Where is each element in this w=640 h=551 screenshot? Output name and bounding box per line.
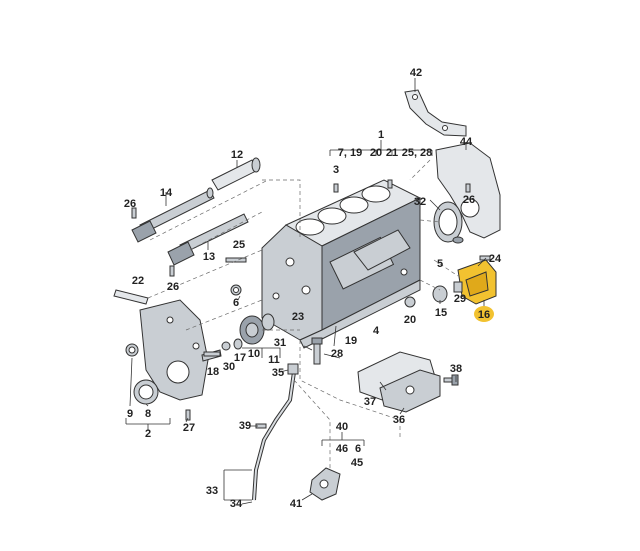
label-36: 36 bbox=[393, 414, 405, 426]
part-14-shaft bbox=[131, 187, 215, 243]
bolt-26b bbox=[169, 265, 175, 277]
label-28: 28 bbox=[331, 348, 343, 360]
label-30: 30 bbox=[223, 361, 235, 373]
part-32-seal-ring bbox=[433, 201, 464, 244]
label-35: 35 bbox=[272, 367, 284, 379]
label-16: 16 bbox=[478, 309, 490, 321]
label-26b: 26 bbox=[167, 281, 179, 293]
ring-20 bbox=[404, 296, 416, 308]
label-15: 15 bbox=[435, 307, 447, 319]
label-17: 17 bbox=[234, 352, 246, 364]
label-25: 25 bbox=[233, 239, 245, 251]
label-18: 18 bbox=[207, 366, 219, 378]
part-12-sleeve bbox=[211, 157, 261, 191]
label-10: 10 bbox=[248, 348, 260, 360]
bolt-24 bbox=[479, 255, 491, 261]
label-16-highlight bbox=[474, 306, 494, 322]
bolt-26a bbox=[131, 207, 137, 219]
label-23: 23 bbox=[292, 311, 304, 323]
label-20a: 20 bbox=[370, 147, 382, 159]
label-32: 32 bbox=[414, 196, 426, 208]
part-36-cover bbox=[379, 369, 441, 413]
label-24: 24 bbox=[489, 253, 502, 265]
label-44: 44 bbox=[460, 136, 473, 148]
part-40-flange bbox=[309, 467, 341, 501]
label-1: 1 bbox=[378, 129, 384, 141]
label-5: 5 bbox=[437, 258, 443, 270]
label-34: 34 bbox=[230, 498, 243, 510]
part-42-bracket bbox=[404, 89, 467, 137]
part-13-shaft bbox=[167, 213, 249, 266]
bolt-27 bbox=[185, 409, 191, 421]
label-41: 41 bbox=[290, 498, 302, 510]
bolt-28 bbox=[311, 337, 323, 365]
label-46: 46 bbox=[336, 443, 348, 455]
pin-3 bbox=[333, 183, 339, 193]
label-31: 31 bbox=[274, 337, 286, 349]
label-19: 19 bbox=[345, 335, 357, 347]
label-2: 2 bbox=[145, 428, 151, 440]
label-26c: 26 bbox=[463, 194, 475, 206]
label-45: 45 bbox=[351, 457, 363, 469]
label-20b: 20 bbox=[404, 314, 416, 326]
label-37: 37 bbox=[364, 396, 376, 408]
label-25-28: 25, 28 bbox=[402, 147, 433, 159]
part-22-strip bbox=[113, 289, 149, 305]
label-3: 3 bbox=[333, 164, 339, 176]
label-6: 6 bbox=[233, 297, 239, 309]
part-15-cap bbox=[432, 285, 448, 303]
label-9: 9 bbox=[127, 408, 133, 420]
engine-block bbox=[261, 179, 422, 349]
label-11: 11 bbox=[268, 354, 280, 366]
label-26a: 26 bbox=[124, 198, 136, 210]
label-14: 14 bbox=[160, 187, 173, 199]
label-22: 22 bbox=[132, 275, 144, 287]
bolt-26c bbox=[465, 183, 471, 193]
label-29: 29 bbox=[454, 293, 466, 305]
label-6b: 6 bbox=[355, 443, 361, 455]
part-16-highlighted bbox=[457, 259, 497, 305]
label-39: 39 bbox=[239, 420, 251, 432]
bolt-38 bbox=[443, 374, 459, 386]
label-40: 40 bbox=[336, 421, 348, 433]
label-7-19: 7, 19 bbox=[338, 147, 362, 159]
bolt-25 bbox=[225, 257, 247, 263]
bolt-18 bbox=[203, 351, 221, 357]
bolt-29 bbox=[453, 281, 463, 293]
label-42: 42 bbox=[410, 67, 422, 79]
pin-21 bbox=[387, 179, 393, 189]
label-8: 8 bbox=[145, 408, 151, 420]
dipstick-tube bbox=[252, 363, 299, 501]
label-38: 38 bbox=[450, 363, 462, 375]
ring-6 bbox=[230, 284, 242, 296]
timing-cover bbox=[139, 299, 209, 401]
label-13: 13 bbox=[203, 251, 215, 263]
label-27: 27 bbox=[183, 422, 195, 434]
label-12: 12 bbox=[231, 149, 243, 161]
label-21: 21 bbox=[386, 147, 398, 159]
label-4: 4 bbox=[373, 325, 380, 337]
label-33: 33 bbox=[206, 485, 218, 497]
